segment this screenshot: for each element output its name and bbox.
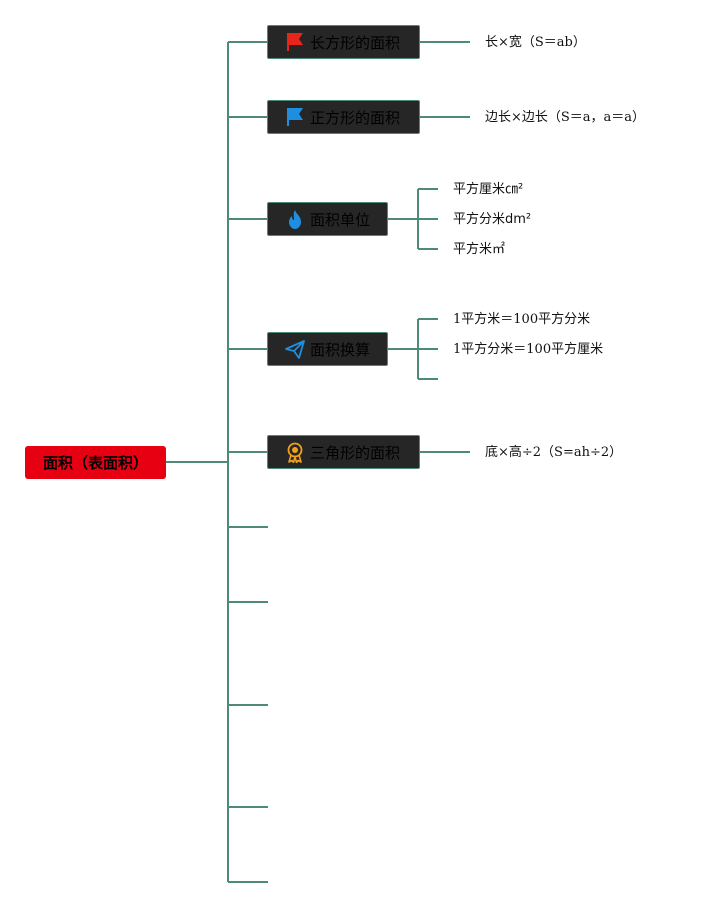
topic-area-conversion[interactable]: 面积换算 [267,332,388,366]
award-ribbon-icon [284,441,306,463]
topic-label: 面积换算 [310,340,371,359]
paper-plane-icon [284,338,306,360]
blue-flag-icon [284,106,306,128]
topic-triangle-area[interactable]: 三角形的面积 [267,435,420,469]
flame-icon [284,208,306,230]
root-label: 面积（表面积） [42,454,148,472]
root-node[interactable]: 面积（表面积） [25,446,166,479]
topic-label: 三角形的面积 [310,443,401,462]
leaf-conversion: 1平方分米＝100平方厘米 [453,342,604,357]
leaf-unit: 平方厘米㎝² [453,182,524,197]
leaf-triangle-formula: 底×高÷2（S=ah÷2） [485,445,623,460]
leaf-unit: 平方米㎡ [453,242,506,257]
topic-rectangle-area[interactable]: 长方形的面积 [267,25,420,59]
leaf-rectangle-formula: 长×宽（S＝ab） [485,35,586,50]
topic-label: 面积单位 [310,210,371,229]
leaf-unit: 平方分米dm² [453,212,532,227]
topic-area-units[interactable]: 面积单位 [267,202,388,236]
topic-label: 正方形的面积 [310,108,401,127]
topic-square-area[interactable]: 正方形的面积 [267,100,420,134]
topic-label: 长方形的面积 [310,33,401,52]
leaf-conversion: 1平方米＝100平方分米 [453,312,591,327]
red-flag-icon [284,31,306,53]
leaf-square-formula: 边长×边长（S＝a，a＝a） [485,110,646,125]
